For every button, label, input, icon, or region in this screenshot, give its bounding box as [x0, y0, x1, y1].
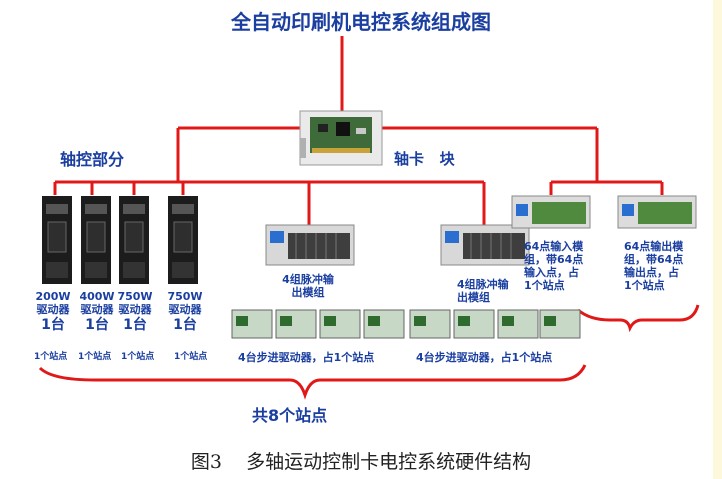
drive-note-1: 1个站点 — [34, 352, 68, 362]
stepper-note-1: 4台步进驱动器，占1个站点 — [238, 351, 375, 364]
pulse-module-label-1: 4组脉冲输出模组 — [282, 273, 334, 299]
figure-caption: 图3 多轴运动控制卡电控系统硬件结构 — [190, 451, 532, 473]
connection-lines — [38, 36, 700, 400]
stepper-note-2: 4台步进驱动器，占1个站点 — [416, 351, 553, 364]
axis-card-label: 轴卡 块 — [394, 150, 455, 168]
drive-note-4: 1个站点 — [174, 352, 208, 362]
axis-section-label: 轴控部分 — [60, 150, 125, 169]
drive-note-3: 1个站点 — [121, 352, 155, 362]
io-module-images — [511, 195, 697, 229]
page-edge-strip — [713, 0, 722, 479]
diagram-title: 全自动印刷机电控系统组成图 — [231, 10, 491, 34]
servo-drive-images — [42, 196, 198, 284]
drive-note-2: 1个站点 — [78, 352, 112, 362]
pulse-module-images — [265, 224, 530, 266]
axis-card-image — [299, 110, 383, 166]
total-stations-label: 共8个站点 — [252, 406, 328, 425]
pulse-module-label-2: 4组脉冲输出模组 — [457, 278, 509, 304]
